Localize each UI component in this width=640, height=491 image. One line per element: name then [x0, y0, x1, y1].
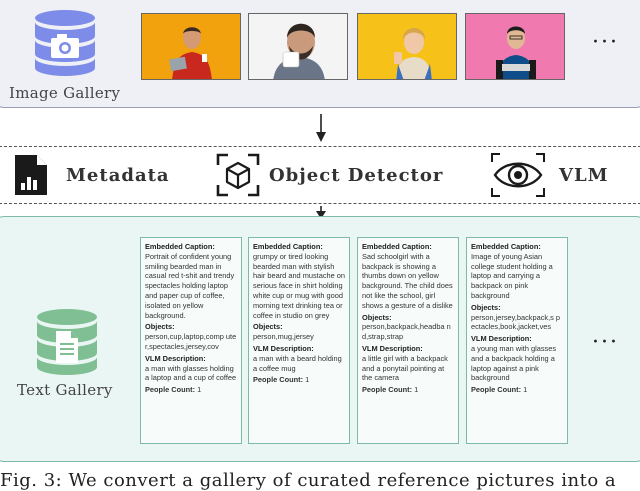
caption-header: Embedded Caption:	[253, 242, 323, 251]
vlm-header: VLM Description:	[253, 343, 314, 353]
tools-row	[0, 146, 640, 204]
image-gallery-ellipsis: ···	[592, 30, 619, 55]
text-card[interactable]: Embedded Caption: grumpy or tired lookin…	[248, 237, 350, 444]
database-camera-icon	[35, 10, 95, 76]
objects-header: Objects:	[362, 312, 392, 322]
objects-text: person,jersey,backpack,s pectacles,book,…	[471, 312, 561, 332]
vlm-text: a man with glasses holding a laptop and …	[145, 363, 237, 383]
cube-detector-icon	[216, 153, 260, 197]
tool-label-metadata: Metadata	[66, 165, 170, 186]
people-count: People Count: 1	[362, 385, 419, 395]
vlm-text: a young man with glasses and a backpack …	[471, 343, 557, 383]
people-count: People Count: 1	[471, 385, 528, 395]
down-arrow-icon	[316, 206, 326, 219]
figure-caption: Fig. 3: We convert a gallery of curated …	[0, 470, 617, 491]
vlm-text: a man with a beard holding a coffee mug	[253, 353, 342, 373]
objects-text: person,mug,jersey	[253, 332, 314, 342]
photo-bearded-man-mug[interactable]	[248, 13, 348, 80]
vlm-header: VLM Description:	[145, 353, 206, 363]
photo-man-with-laptop[interactable]	[141, 13, 241, 80]
objects-text: person,cup,laptop,comp uter,spectacles,j…	[145, 332, 237, 351]
caption-text: Image of young Asian college student hol…	[471, 251, 553, 300]
objects-header: Objects:	[471, 302, 501, 312]
vlm-header: VLM Description:	[471, 334, 532, 344]
tool-label-object-detector: Object Detector	[269, 165, 444, 186]
caption-text: Sad schoolgirl with a backpack is showin…	[362, 251, 453, 310]
photo-girl-thumbs-down[interactable]	[357, 13, 457, 80]
people-count: People Count: 1	[145, 385, 202, 395]
caption-header: Embedded Caption:	[471, 242, 541, 251]
database-document-icon	[37, 309, 97, 375]
people-count: People Count: 1	[253, 375, 310, 385]
text-gallery-ellipsis: ···	[592, 330, 619, 355]
bar-chart-document-icon	[15, 155, 47, 195]
text-gallery-label: Text Gallery	[17, 381, 113, 399]
text-card[interactable]: Embedded Caption: Image of young Asian c…	[466, 237, 568, 444]
caption-header: Embedded Caption:	[362, 242, 432, 251]
objects-header: Objects:	[253, 322, 283, 332]
objects-header: Objects:	[145, 322, 175, 332]
photo-student-backpack[interactable]	[465, 13, 565, 80]
text-card[interactable]: Embedded Caption: Portrait of confident …	[140, 237, 242, 444]
eye-icon	[491, 153, 545, 197]
down-arrow-icon	[316, 114, 326, 142]
caption-text: Portrait of confident young smiling bear…	[145, 251, 235, 320]
vlm-text: a little girl with a backpack and a pony…	[362, 353, 448, 383]
vlm-header: VLM Description:	[362, 343, 423, 353]
objects-text: person,backpack,headba nd,strap,strap	[362, 322, 451, 342]
text-card[interactable]: Embedded Caption: Sad schoolgirl with a …	[357, 237, 459, 444]
caption-header: Embedded Caption:	[145, 242, 215, 251]
caption-text: grumpy or tired looking bearded man with…	[253, 251, 346, 320]
tool-label-vlm: VLM	[559, 165, 609, 186]
image-gallery-label: Image Gallery	[9, 84, 121, 102]
